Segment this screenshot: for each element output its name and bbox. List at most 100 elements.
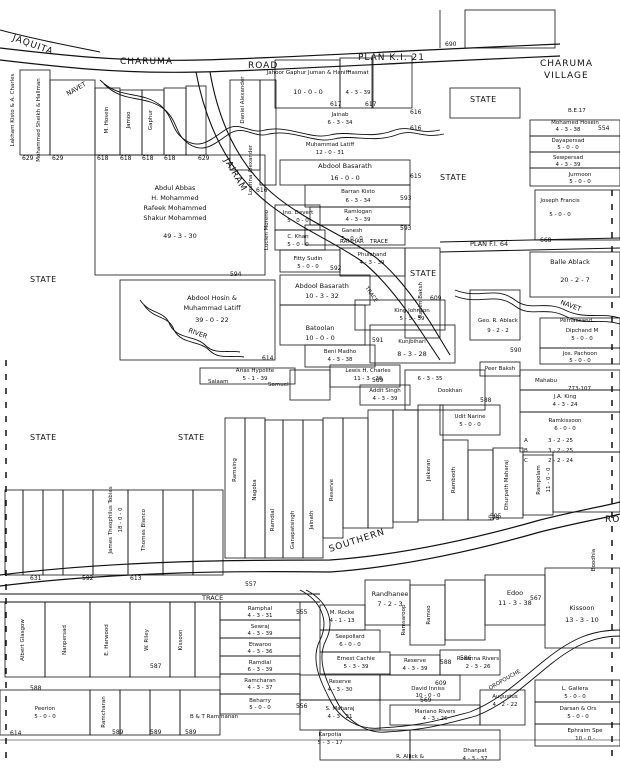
plot-batoolan-area: 10 - 0 - 0 [305,334,335,342]
lot-number: 588 [480,397,492,404]
plot-boundaries [0,9,620,761]
lot-number: 609 [435,680,447,687]
plot-seepollard-area: 6 - 0 - 0 [339,642,361,648]
code-a-label: A [524,438,528,444]
lot-number: 668 [540,237,552,244]
plot-thomas-blanco-name: Thomas Blanco [141,508,147,552]
plot-ramsing-name: Ramsing [232,458,238,482]
river-center [139,299,245,358]
plot-jamoo-name: Jamoo [126,111,132,130]
plot-james-tobias-area: 18 - 0 - 0 [118,507,124,532]
lot-number: 618 [164,155,176,162]
plot-dookhan-name: Dookhan [438,388,463,394]
lot-number: 555 [296,609,308,616]
lot-number: 556 [296,703,308,710]
plot-beni-madho-area: 4 - 3 - 38 [328,357,353,363]
plan-ref-label: PLAN K.I. 21 [358,53,425,63]
lot-number: 591 [372,337,384,344]
edge-dashes [5,190,613,760]
code-c-label: C [524,458,528,464]
plot-ramcharan-area: 4 - 3 - 37 [248,685,273,691]
plot-arias-hypolite-area: 5 - 1 - 39 [243,376,268,382]
plot-joseph-francis-name: Joseph Francis [539,198,579,204]
plot-ja-king-area: 4 - 3 - 24 [553,402,578,408]
plot-jahoor-area: 10 - 0 - 0 [293,88,323,96]
lot-number: 616 [256,187,268,194]
plot-abdool-hosin-name2: Muhammad Latiff [183,304,241,312]
plot-james-tobias-name: James Theophilus Tobias [108,486,114,554]
plot-abdul-abbas-area: 49 - 3 - 30 [163,232,197,240]
lot-number: 614 [10,730,22,737]
pernaasand-label: Pernaasand [560,318,592,324]
plot-labels: Jahoor Gaphur Juman & Haniff 10 - 0 - 0 … [10,70,603,762]
plot-arias-hypolite-name: Arias Hypolite [236,368,275,374]
plot-fitty-sudin-area: 5 - 0 - 0 [297,264,319,270]
lot-number: 590 [510,347,522,354]
plot-ramdial-name: Ramdial [249,660,272,666]
plot-jurmoon-name: Jurmoon [568,172,592,178]
plot-barran-kisto-name: Barran Kisto [341,189,375,195]
plot-batoolan-name: Batoolan [306,324,335,332]
plot-jainab-area: 6 - 3 - 34 [328,120,353,126]
plot-mohammed-shaikh-name: Mohammed Sheikh & Hallman [36,78,42,162]
state-labels: STATE STATE STATE STATE STATE STATE [30,95,496,442]
lot-number: 588 [30,685,42,692]
lot-number: 618 [97,155,109,162]
plot-lucien-moreno-name: Lucien Moreno [264,209,270,250]
lot-number: 593 [400,195,412,202]
plot-ganapatsingh-name: Ganapatsingh [290,510,296,549]
plot-ramsaroop-name: Ramsaroop [401,604,407,636]
plot-edoo-area: 11 - 3 - 38 [498,599,532,607]
plot-sewraj-name: Sewraj [251,624,270,630]
plot-lakham-kisto-name: Lakham Kisto & A. Charles [10,73,16,146]
state-label: STATE [410,269,437,278]
plot-mariano-rivers-area: 4 - 3 - 26 [423,716,448,722]
plot-ramkissoon-area: 6 - 0 - 0 [554,426,576,432]
plot-abdool-basarath-mid-name: Abdool Basarath [295,282,349,290]
plot-ramphal-name: Ramphal [248,606,273,612]
charuma-village-label-1: CHARUMA [540,59,593,69]
salaam-label: Salaam [208,379,229,385]
plot-albert-glasgow-name: Albert Glasgow [20,619,26,661]
samuel-label: Samuel [268,382,289,388]
plot-jos-pachoon-area: 5 - 0 - 0 [569,358,591,364]
plot-ramdial-mid-name: Ramdial [270,508,276,531]
plot-udit-narine-area: 5 - 0 - 0 [459,422,481,428]
plot-barran-kisto-area: 6 - 3 - 34 [346,198,371,204]
plot-reserve-right-area: 4 - 3 - 39 [403,666,428,672]
plot-edoo-name: Edoo [507,589,523,597]
plot-ramoo-name: Ramoo [426,605,432,625]
plot-jainab-name: Jainab [331,112,349,118]
plot-rahim-baksh-name: Rahim Baksh [418,282,424,318]
lot-number: 592 [82,575,94,582]
plot-gaphur-name: Gaphur [148,109,154,130]
charuma-road-label-2: ROAD [248,61,278,71]
plot-david-inniss-area: 10 - 0 - 0 [416,693,441,699]
plot-ganesh-area: 5 - 0 - 0 [341,236,363,242]
lot-number: 589 [112,729,124,736]
plot-augustus-area: 4 - 2 - 22 [493,702,518,708]
lot-number: 629 [22,155,34,162]
plot-peerion-name: Peerion [35,706,56,712]
plot-kunjbihari-name: Kunjbihari [398,339,426,345]
plot-darsan-area: 5 - 0 - 0 [567,714,589,720]
plot-jahoor-name: Jahoor Gaphur Juman & Haniff [266,70,350,76]
plot-peerion-area: 5 - 0 - 0 [34,714,56,720]
lot-number: 567 [530,595,542,602]
plot-nanpersad-name: Nanpersad [62,625,68,655]
lot-number: 569 [420,697,432,704]
plot-ramcharan-name: Ramcharan [244,678,276,684]
plot-ja-king-name: J.A. King [553,394,577,400]
plot-daniel-alexander-name: Daniel Alexander [240,76,246,124]
code-773-label: 773-107 [568,386,591,392]
plot-dookhan-area: 6 - 3 - 35 [418,376,443,382]
plot-king-johnson-area: 5 - 3 - 39 [400,316,425,322]
plot-m-hosein-left-name: M. Hosein [104,106,110,134]
plot-dayapersad-area: 5 - 0 - 0 [557,145,579,151]
lot-number: 588 [440,659,452,666]
plot-dipchand-area: 5 - 0 - 0 [571,336,593,342]
plot-c-khan-name: C. Khan [287,234,309,240]
plot-balle-ablack-name: Balle Ablack [550,258,590,266]
plot-reserve-mid-name: Reserve [329,478,335,501]
be17-label: B.E.17 [568,108,586,114]
